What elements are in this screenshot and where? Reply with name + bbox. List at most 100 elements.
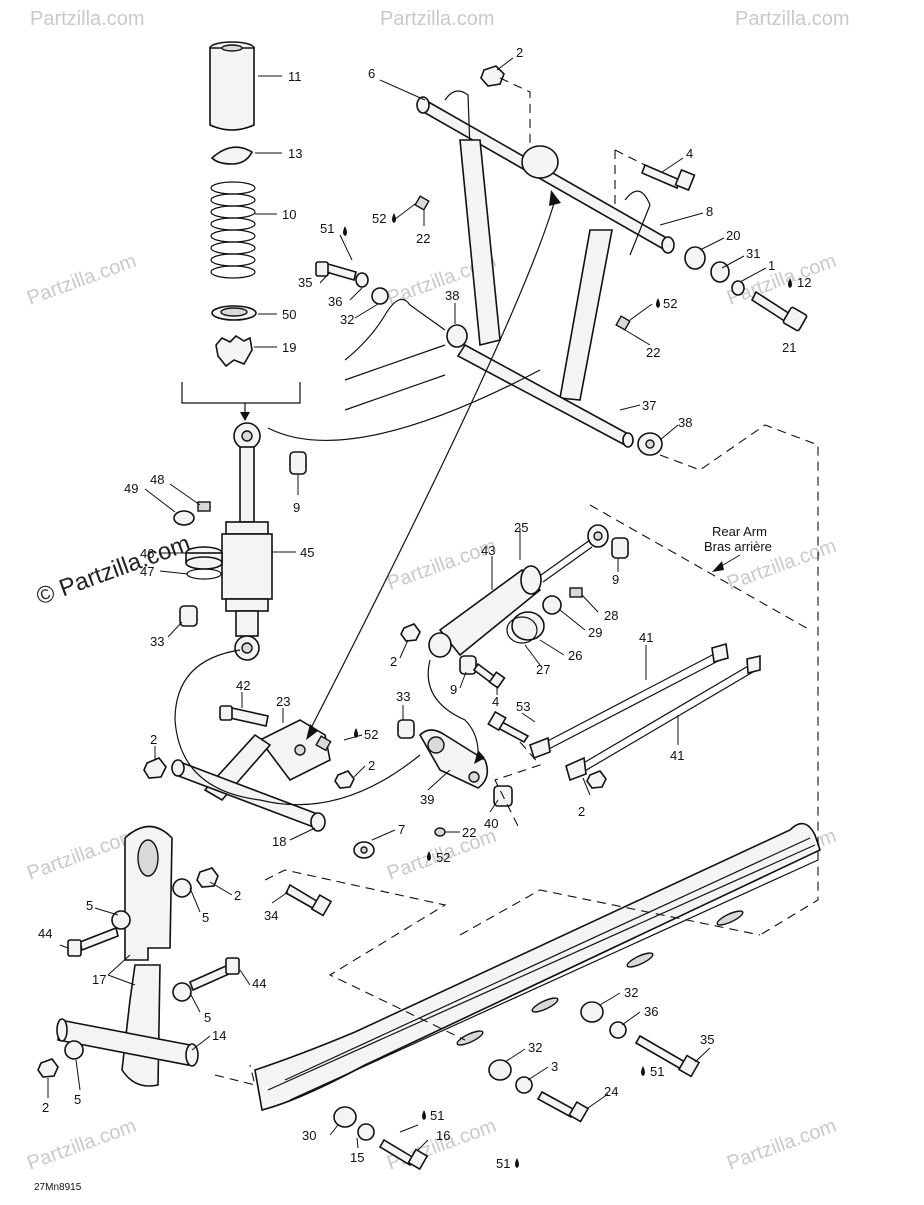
part-label: 3 <box>551 1059 558 1074</box>
oil-drop-icon <box>788 278 792 288</box>
part-label: 5 <box>86 898 93 913</box>
part-label: 33 <box>396 689 410 704</box>
watermark: Partzilla.com <box>24 825 139 885</box>
oil-drop-icon <box>392 213 396 223</box>
part-label: 27 <box>536 662 550 677</box>
part-label: 49 <box>124 481 138 496</box>
part-label: 41 <box>639 630 653 645</box>
part-label: 22 <box>462 825 476 840</box>
part-label: 1 <box>768 258 775 273</box>
part-label: 2 <box>368 758 375 773</box>
oil-drop-icon <box>343 226 347 236</box>
part-label: 41 <box>670 748 684 763</box>
spring-stack <box>181 41 301 421</box>
axle-assembly <box>37 825 240 1087</box>
oil-drop-icon <box>422 1110 426 1120</box>
part-label: 26 <box>568 648 582 663</box>
part-label: 46 <box>140 546 154 561</box>
link-rods <box>487 642 761 789</box>
part-label: 12 <box>797 275 811 290</box>
oil-drop-icon <box>515 1158 519 1168</box>
part-label: 22 <box>416 231 430 246</box>
part-label: 51 <box>496 1156 510 1171</box>
part-label: 51 <box>650 1064 664 1079</box>
oil-drop-icon <box>427 851 431 861</box>
part-label: 38 <box>678 415 692 430</box>
part-label: 2 <box>578 804 585 819</box>
part-label: 5 <box>202 910 209 925</box>
part-label: 42 <box>236 678 250 693</box>
rear-arm-callout: Rear Arm Bras arrière <box>704 524 772 572</box>
rear-arm-label-fr: Bras arrière <box>704 539 772 554</box>
part-label: 9 <box>612 572 619 587</box>
part-label: 22 <box>646 345 660 360</box>
part-label: 10 <box>282 207 296 222</box>
shock-absorber <box>173 422 307 661</box>
part-label: 17 <box>92 972 106 987</box>
watermark: Partzilla.com <box>724 1115 839 1175</box>
part-label: 2 <box>42 1100 49 1115</box>
part-label: 52 <box>436 850 450 865</box>
part-label: 35 <box>298 275 312 290</box>
part-label: 7 <box>398 822 405 837</box>
part-number-labels: 11 13 10 50 19 2 6 4 8 20 31 1 12 21 51 … <box>38 45 811 1171</box>
part-label: 24 <box>604 1084 618 1099</box>
part-label: 2 <box>390 654 397 669</box>
watermark-prominent: © Partzilla.com <box>33 530 194 611</box>
watermark: Partzilla.com <box>384 1115 499 1175</box>
part-label: 33 <box>150 634 164 649</box>
rocker-arm <box>397 719 513 837</box>
front-mount <box>143 705 375 917</box>
part-label: 40 <box>484 816 498 831</box>
part-label: 15 <box>350 1150 364 1165</box>
part-label: 19 <box>282 340 296 355</box>
part-label: 13 <box>288 146 302 161</box>
front-arm <box>315 65 808 456</box>
part-label: 28 <box>604 608 618 623</box>
part-label: 51 <box>320 221 334 236</box>
part-label: 50 <box>282 307 296 322</box>
part-label: 52 <box>663 296 677 311</box>
oil-drop-icon <box>354 728 358 738</box>
part-label: 51 <box>430 1108 444 1123</box>
part-label: 32 <box>340 312 354 327</box>
part-label: 34 <box>264 908 278 923</box>
part-label: 14 <box>212 1028 226 1043</box>
part-label: 6 <box>368 66 375 81</box>
part-label: 38 <box>445 288 459 303</box>
part-label: 2 <box>150 732 157 747</box>
watermark: Partzilla.com <box>30 8 144 30</box>
oil-drop-icon <box>656 298 660 308</box>
part-label: 52 <box>372 211 386 226</box>
watermark: Partzilla.com <box>735 8 849 30</box>
part-label: 8 <box>706 204 713 219</box>
watermark: Partzilla.com <box>724 250 839 310</box>
part-label: 48 <box>150 472 164 487</box>
part-label: 5 <box>204 1010 211 1025</box>
part-label: 47 <box>140 564 154 579</box>
part-label: 53 <box>516 699 530 714</box>
part-label: 9 <box>293 500 300 515</box>
rear-arm-label-en: Rear Arm <box>712 524 767 539</box>
part-label: 20 <box>726 228 740 243</box>
part-label: 31 <box>746 246 760 261</box>
part-label: 23 <box>276 694 290 709</box>
part-label: 2 <box>516 45 523 60</box>
diagram-code: 27Mn8915 <box>34 1182 82 1193</box>
part-label: 36 <box>328 294 342 309</box>
part-label: 16 <box>436 1128 450 1143</box>
part-label: 4 <box>492 694 499 709</box>
part-label: 37 <box>642 398 656 413</box>
part-label: 32 <box>624 985 638 1000</box>
part-label: 21 <box>782 340 796 355</box>
part-label: 9 <box>450 682 457 697</box>
lubrication-markers <box>343 213 792 1168</box>
assembly-arrows <box>174 190 561 806</box>
part-label: 5 <box>74 1092 81 1107</box>
part-label: 45 <box>300 545 314 560</box>
watermark: Partzilla.com <box>24 250 139 310</box>
part-label: 43 <box>481 543 495 558</box>
oil-drop-icon <box>641 1066 645 1076</box>
